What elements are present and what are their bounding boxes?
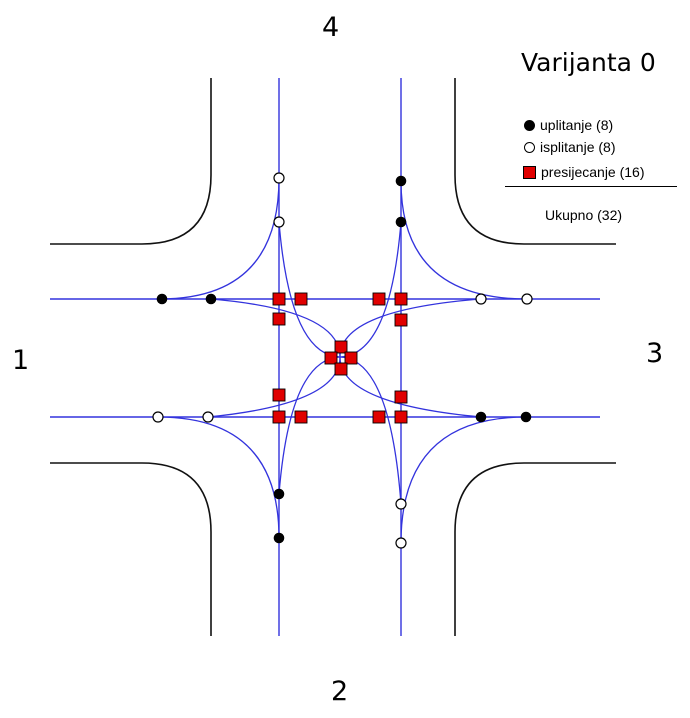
crossing-point bbox=[372, 292, 386, 306]
legend-item-diverge: isplitanje (8) bbox=[524, 139, 615, 155]
curb-lines bbox=[50, 78, 616, 636]
curb-northwest bbox=[50, 78, 212, 245]
merge-point bbox=[475, 411, 487, 423]
crossing-point bbox=[394, 410, 408, 424]
curb-southwest bbox=[50, 462, 212, 636]
curb-northeast bbox=[454, 78, 616, 245]
filled-circle-icon bbox=[524, 119, 535, 131]
crossing-point bbox=[334, 340, 348, 354]
conflict-points bbox=[152, 172, 533, 549]
merge-point bbox=[273, 532, 285, 544]
legend-item-crossing: presijecanje (16) bbox=[523, 164, 645, 180]
approach-label-east: 3 bbox=[646, 338, 664, 369]
red-square-icon bbox=[523, 165, 536, 179]
legend-separator bbox=[505, 186, 677, 187]
crossing-point bbox=[272, 292, 286, 306]
diverge-point bbox=[475, 293, 487, 305]
legend-label-merge: uplitanje (8) bbox=[540, 117, 614, 133]
crossing-point bbox=[272, 410, 286, 424]
crossing-point bbox=[272, 388, 286, 402]
crossing-point bbox=[324, 351, 338, 365]
crossing-point bbox=[394, 292, 408, 306]
approach-label-south: 2 bbox=[331, 676, 349, 707]
diverge-point bbox=[521, 293, 533, 305]
turning-paths bbox=[157, 177, 528, 544]
legend-total: Ukupno (32) bbox=[545, 207, 623, 223]
diagram-title: Varijanta 0 bbox=[521, 48, 656, 77]
diverge-point bbox=[202, 411, 214, 423]
crossing-point bbox=[344, 351, 358, 365]
diverge-point bbox=[273, 216, 285, 228]
right-turn-se bbox=[400, 416, 527, 544]
approach-label-north: 4 bbox=[322, 12, 340, 43]
approach-label-west: 1 bbox=[12, 345, 30, 376]
crossing-point bbox=[294, 410, 308, 424]
merge-point bbox=[395, 216, 407, 228]
legend-label-crossing: presijecanje (16) bbox=[541, 164, 645, 180]
merge-point bbox=[520, 411, 532, 423]
diverge-point bbox=[395, 498, 407, 510]
legend-label-diverge: isplitanje (8) bbox=[540, 139, 616, 155]
crossing-point bbox=[394, 313, 408, 327]
open-circle-icon bbox=[524, 141, 535, 153]
merge-point bbox=[205, 293, 217, 305]
left-turn-4 bbox=[207, 298, 482, 418]
right-turn-nw bbox=[159, 177, 280, 300]
legend-item-merge: uplitanje (8) bbox=[524, 117, 613, 133]
right-turn-sw bbox=[157, 416, 280, 539]
crossing-point bbox=[372, 410, 386, 424]
merge-point bbox=[273, 488, 285, 500]
merge-point bbox=[395, 175, 407, 187]
crossing-point bbox=[272, 312, 286, 326]
merge-point bbox=[156, 293, 168, 305]
curb-southeast bbox=[454, 462, 616, 636]
crossing-point bbox=[334, 362, 348, 376]
crossing-point bbox=[294, 292, 308, 306]
diverge-point bbox=[395, 537, 407, 549]
crossing-point bbox=[394, 390, 408, 404]
diverge-point bbox=[273, 172, 285, 184]
diverge-point bbox=[152, 411, 164, 423]
right-turn-ne bbox=[400, 180, 528, 300]
